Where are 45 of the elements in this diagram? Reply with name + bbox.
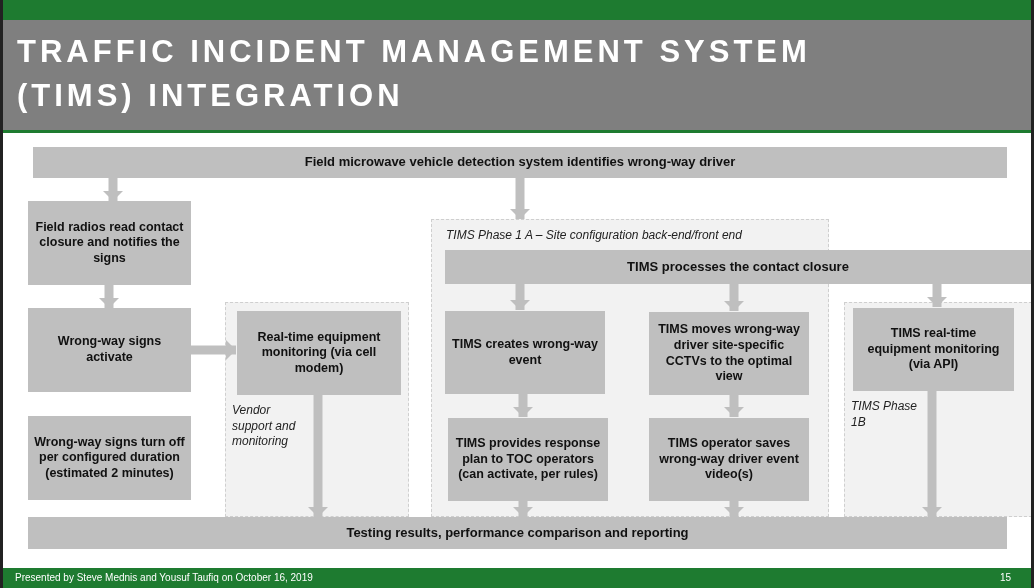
process-box <box>445 311 605 394</box>
block-arrow <box>927 284 947 307</box>
group-label: Vendor support and monitoring <box>232 403 297 450</box>
box-label: Wrong-way signs activate <box>56 334 163 366</box>
block-arrow <box>191 340 236 360</box>
process-box <box>28 201 191 285</box>
block-arrow <box>308 394 328 517</box>
block-arrow <box>513 500 533 517</box>
group-label: TIMS Phase 1 A – Site configuration back-end/front end <box>446 228 743 244</box>
box-label: Real-time equipment monitoring (via cell modem) <box>256 329 382 377</box>
process-box <box>28 416 191 500</box>
process-box <box>853 308 1014 391</box>
box-label: TIMS provides response plan to TOC operators (can activate, per rules) <box>454 436 602 483</box>
block-arrow <box>922 390 942 517</box>
box-label: TIMS real-time equipment monitoring (via API) <box>866 326 1001 373</box>
group-label: TIMS Phase 1B <box>851 399 919 431</box>
process-box <box>649 312 809 395</box>
box-label: TIMS creates wrong-way event <box>451 336 599 369</box>
block-arrow <box>510 284 530 310</box>
process-bar <box>28 517 1007 549</box>
process-box <box>649 418 809 501</box>
process-box <box>237 311 401 395</box>
box-label: Field microwave vehicle detection system identifies wrong-way driver <box>303 154 737 171</box>
block-arrow <box>99 285 119 308</box>
box-label: Testing results, performance comparison and reporting <box>345 524 690 542</box>
block-arrow <box>103 178 123 201</box>
box-label: Wrong-way signs turn off per configured duration (estimated 2 minutes) <box>33 434 186 482</box>
box-label: Field radios read contact closure and notifies the signs <box>34 219 185 267</box>
process-bar <box>33 147 1007 178</box>
slide-title: TRAFFIC INCIDENT MANAGEMENT SYSTEM (TIMS) INTEGRATION <box>17 33 812 115</box>
process-box <box>448 418 608 501</box>
group-panel <box>844 302 1031 517</box>
block-arrow <box>510 178 530 219</box>
footer-text: Presented by Steve Mednis and Yousuf Taufiq on October 16, 2019 <box>15 572 313 583</box>
group-panel <box>225 302 409 517</box>
block-arrow <box>724 284 744 311</box>
box-label: TIMS operator saves wrong-way driver event video(s) <box>658 436 800 483</box>
box-label: TIMS processes the contact closure <box>626 258 850 276</box>
block-arrow <box>513 393 533 417</box>
process-bar <box>445 250 1031 284</box>
box-label: TIMS moves wrong-way driver site-specific CCTVs to the optimal view <box>657 322 801 385</box>
page-number: 15 <box>999 572 1011 583</box>
process-box <box>28 308 191 392</box>
block-arrow <box>724 394 744 417</box>
block-arrow <box>724 500 744 517</box>
